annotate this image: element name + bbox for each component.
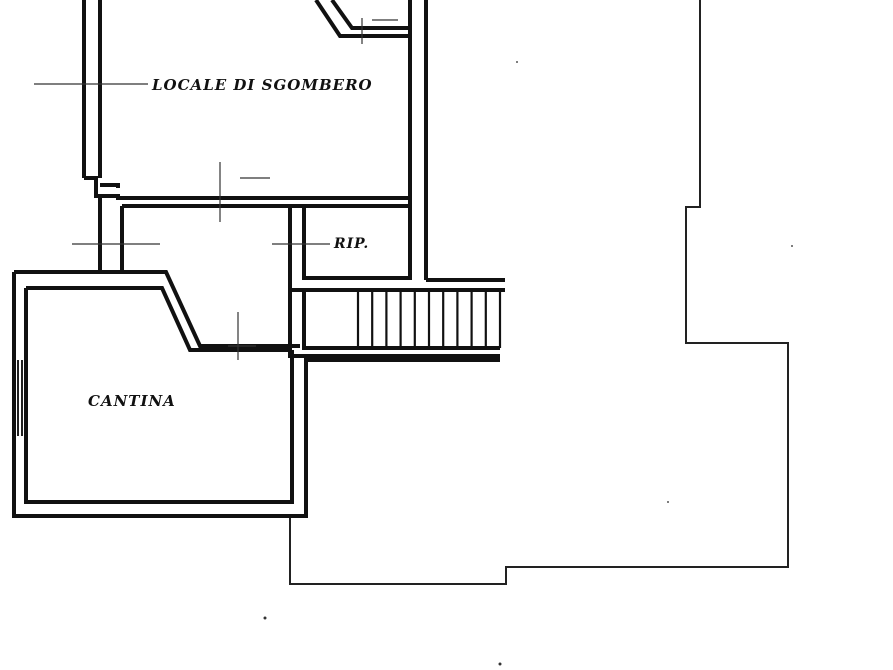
stair-outline — [288, 290, 500, 358]
speck — [667, 501, 669, 503]
corridor-wall-left — [98, 196, 124, 270]
locale-wall-bottom — [84, 176, 410, 208]
locale-wall-right — [408, 0, 428, 280]
dimension-lines — [34, 18, 398, 360]
room-label-locale: LOCALE DI SGOMBERO — [152, 76, 373, 94]
cantina-door-jamb — [17, 360, 23, 436]
speck — [263, 616, 267, 620]
speck — [516, 61, 518, 63]
speck — [791, 245, 793, 247]
cantina-wall-outer — [12, 270, 500, 518]
room-label-cantina: CANTINA — [88, 392, 176, 410]
site-boundary — [289, 0, 789, 585]
rip-wall — [288, 206, 505, 292]
speck — [498, 662, 502, 666]
stair-treads — [356, 290, 502, 348]
locale-top-diagonal — [314, 0, 410, 38]
locale-wall-left — [82, 0, 102, 178]
room-label-rip: RIP. — [334, 236, 370, 252]
cantina-wall-inner — [24, 286, 294, 504]
